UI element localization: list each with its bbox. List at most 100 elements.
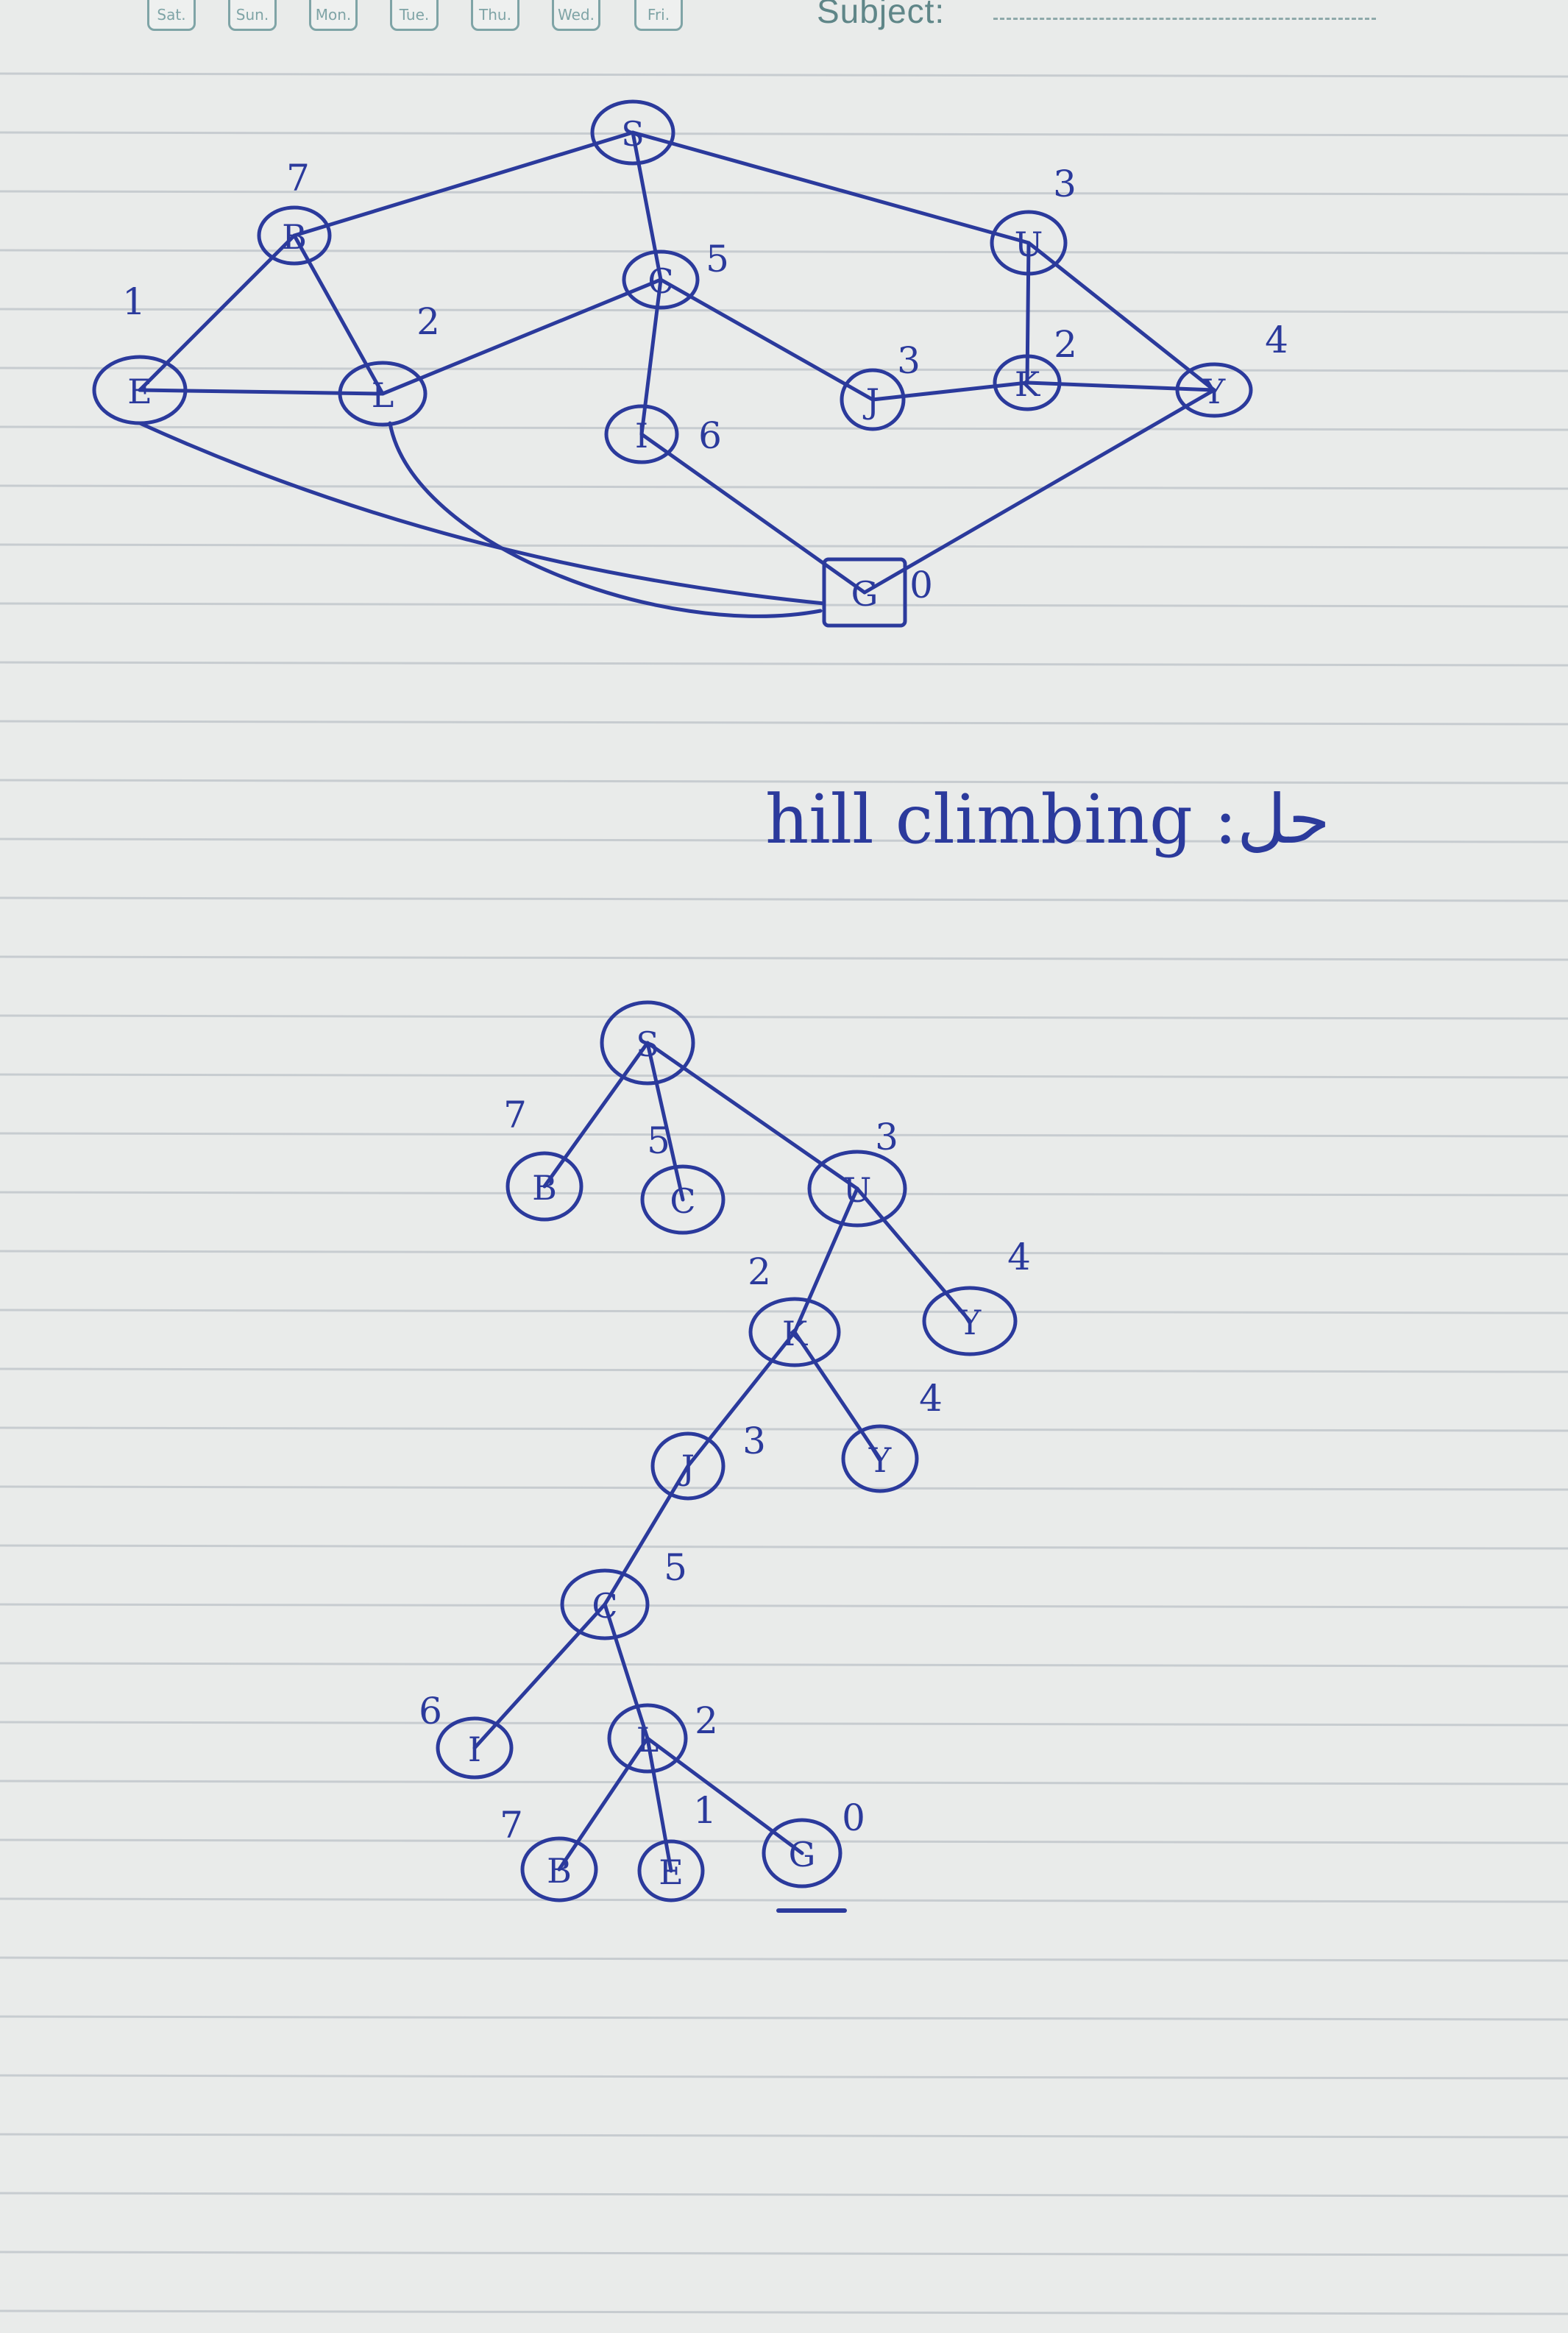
tree-node-outline <box>650 1431 726 1501</box>
day-box-mon: Mon. <box>309 0 358 31</box>
subject-label: Subject: <box>817 0 946 30</box>
graph-node-k: K2 <box>993 323 1077 411</box>
tree-edge-c-i <box>472 1602 607 1750</box>
graph-heuristic-value: 3 <box>897 339 920 382</box>
graph-node-y: Y4 <box>1175 319 1288 418</box>
tree-node-label: E <box>659 1852 684 1892</box>
graph-edge-c-l <box>380 277 663 396</box>
graph-heuristic-value: 4 <box>1265 319 1288 361</box>
graph-node-label: U <box>1015 224 1043 264</box>
tree-node-outline <box>748 1297 841 1367</box>
graph-node-label: C <box>648 261 673 301</box>
subject-line <box>993 18 1376 20</box>
tree-heuristic-value: 2 <box>748 1250 771 1293</box>
tree-node-t_y2: Y4 <box>841 1377 943 1493</box>
graph-edge-s-b <box>292 130 635 238</box>
tree-heuristic-value: 4 <box>919 1377 943 1420</box>
graph-node-label: J <box>863 381 879 421</box>
graph-node-u: U3 <box>990 163 1076 276</box>
graph-heuristic-value: 3 <box>1053 163 1076 205</box>
graph-heuristic-value: 6 <box>698 414 722 457</box>
graph-node-l: L2 <box>338 300 440 427</box>
tree-heuristic-value: 0 <box>842 1796 865 1839</box>
tree-node-outline <box>505 1151 583 1222</box>
tree-heuristic-value: 3 <box>875 1116 898 1158</box>
tree-node-outline <box>520 1836 598 1902</box>
tree-node-outline <box>640 1164 726 1235</box>
graph-node-label: I <box>635 416 648 456</box>
graph-node-outline <box>993 354 1062 411</box>
tree-edge-l-b <box>557 1736 650 1872</box>
tree-node-label: S <box>636 1024 659 1064</box>
day-box-tue: Tue. <box>390 0 439 31</box>
tree-node-outline <box>607 1703 688 1774</box>
tree-edge-l-e <box>645 1736 673 1873</box>
tree-node-label: K <box>782 1314 809 1353</box>
graph-node-label: K <box>1015 364 1041 404</box>
tree-node-t_c1: C5 <box>640 1119 726 1235</box>
graph-node-outline <box>338 361 428 427</box>
tree-node-outline <box>762 1818 842 1888</box>
tree-heuristic-value: 6 <box>419 1690 442 1732</box>
tree-heuristic-value: 3 <box>742 1420 766 1462</box>
graph-node-j: J3 <box>840 339 920 431</box>
tree-edge-u-k <box>792 1186 859 1334</box>
graph-edge-e-g <box>138 421 826 606</box>
tree-node-outline <box>436 1716 514 1780</box>
graph-heuristic-value: 7 <box>286 157 310 199</box>
tree-node-outline <box>560 1568 650 1640</box>
graph-edge-l-g <box>388 421 823 618</box>
tree-heuristic-value: 7 <box>503 1094 527 1136</box>
graph-node-label: L <box>372 375 394 415</box>
hill-climbing-caption: hill climbing :حل <box>765 780 1330 859</box>
tree-node-label: C <box>592 1586 617 1626</box>
graph-node-outline <box>822 557 907 628</box>
graph-node-e: E1 <box>92 280 188 425</box>
graph-edge-i-g <box>639 432 867 595</box>
tree-node-t_b1: B7 <box>503 1094 583 1222</box>
tree-heuristic-value: 4 <box>1007 1236 1031 1278</box>
day-box-wed: Wed. <box>552 0 600 31</box>
tree-node-t_u: U3 <box>807 1116 907 1228</box>
graph-edge-b-l <box>292 233 385 396</box>
graph-edge-u-y <box>1026 241 1216 392</box>
graph-node-label: G <box>851 574 879 614</box>
graph-edge-s-u <box>631 130 1031 245</box>
graph-node-c: C5 <box>622 238 729 310</box>
tree-node-label: Y <box>958 1303 982 1342</box>
tree-node-label: B <box>532 1168 557 1208</box>
graph-heuristic-value: 2 <box>416 300 440 343</box>
tree-node-t_g: G0 <box>762 1796 865 1888</box>
tree-node-t_y1: Y4 <box>922 1236 1031 1356</box>
graph-node-outline <box>604 404 679 464</box>
tree-node-label: I <box>468 1730 481 1769</box>
tree-node-outline <box>807 1150 907 1228</box>
graph-heuristic-value: 0 <box>909 564 933 606</box>
tree-node-outline <box>600 1000 695 1086</box>
graph-edge-c-j <box>659 277 875 402</box>
tree-node-outline <box>841 1424 919 1493</box>
graph-node-s: S <box>590 99 675 166</box>
notebook-header: Sat. Sun. Mon. Tue. Thu. Wed. Fri. Subje… <box>0 0 1568 44</box>
tree-node-label: Y <box>868 1440 892 1480</box>
graph-edge-c-i <box>639 277 663 436</box>
tree-node-outline <box>922 1286 1018 1356</box>
graph-node-label: Y <box>1202 372 1226 411</box>
graph-node-outline <box>622 249 700 310</box>
graph-node-label: B <box>282 217 307 257</box>
graph-node-outline <box>92 355 188 425</box>
tree-heuristic-value: 1 <box>693 1789 717 1832</box>
graph-node-outline <box>1175 362 1253 418</box>
tree-edge-k-j <box>686 1330 797 1468</box>
graph-edge-j-k <box>870 380 1029 402</box>
graph-node-outline <box>257 205 332 266</box>
tree-heuristic-value: 7 <box>500 1804 523 1847</box>
tree-edge-l-g <box>645 1736 804 1855</box>
day-box-thu: Thu. <box>471 0 519 31</box>
tree-heuristic-value: 5 <box>647 1119 670 1162</box>
